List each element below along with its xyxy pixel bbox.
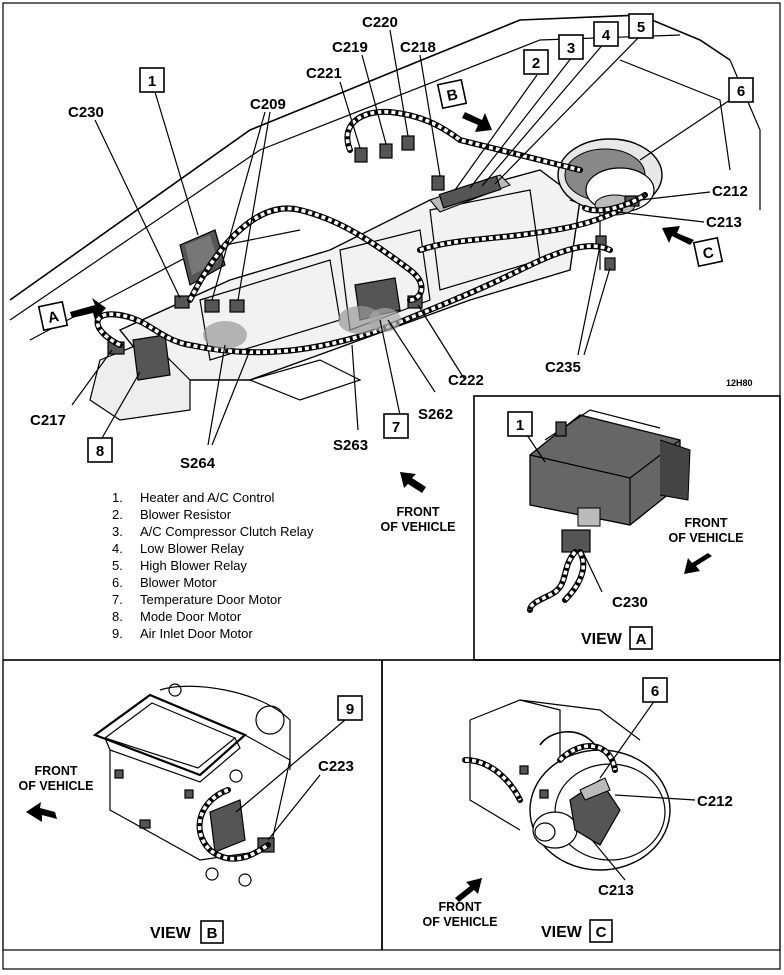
- view-c-illustration: [455, 699, 696, 902]
- svg-text:Temperature Door Motor: Temperature Door Motor: [140, 592, 282, 607]
- view-b-illustration: [26, 683, 346, 887]
- label-c218: C218: [400, 39, 436, 56]
- label-c217: C217: [30, 412, 66, 429]
- callout-3: 3: [567, 40, 575, 57]
- view-c-front-2: OF VEHICLE: [422, 915, 497, 929]
- view-b-letter-box: [200, 920, 224, 944]
- leader-lines: [71, 29, 731, 446]
- label-c212: C212: [712, 183, 748, 200]
- view-a-callout-box: [507, 411, 533, 437]
- label-s264: S264: [180, 455, 216, 472]
- figure-code: 12H80: [726, 378, 753, 388]
- callout-7: 7: [392, 419, 400, 436]
- view-a-arrow-letter: A: [46, 308, 60, 327]
- view-c-panel: [381, 659, 781, 951]
- svg-text:Mode Door Motor: Mode Door Motor: [140, 609, 242, 624]
- svg-text:Heater and A/C Control: Heater and A/C Control: [140, 490, 275, 505]
- view-c-letter: C: [596, 924, 607, 941]
- label-c209: C209: [250, 96, 286, 113]
- view-c-front-1: FRONT: [438, 900, 481, 914]
- svg-text:7.: 7.: [112, 592, 123, 607]
- view-b-front-1: FRONT: [34, 764, 77, 778]
- svg-text:3.: 3.: [112, 524, 123, 539]
- view-b-letter: B: [207, 925, 218, 942]
- svg-text:2.: 2.: [112, 507, 123, 522]
- view-a-front-1: FRONT: [684, 516, 727, 530]
- callout-4: 4: [602, 27, 611, 44]
- view-a-front-2: OF VEHICLE: [668, 531, 743, 545]
- svg-text:1.: 1.: [112, 490, 123, 505]
- view-a-c230: C230: [612, 594, 648, 611]
- callout-1: 1: [148, 73, 156, 90]
- svg-text:Blower Resistor: Blower Resistor: [140, 507, 232, 522]
- view-a-illustration: [524, 409, 712, 613]
- svg-text:6.: 6.: [112, 575, 123, 590]
- view-b-callout: 9: [346, 701, 354, 718]
- view-a-letter-box: [629, 626, 653, 650]
- callout-boxes: [37, 13, 754, 463]
- view-a-callout: 1: [516, 417, 524, 434]
- legend: 1. Heater and A/C Control 2. Blower Resist…: [112, 490, 314, 641]
- label-c222: C222: [448, 372, 484, 389]
- view-c-c212: C212: [697, 793, 733, 810]
- callout-8: 8: [96, 443, 104, 460]
- label-c235: C235: [545, 359, 581, 376]
- label-s262: S262: [418, 406, 453, 423]
- label-c219: C219: [332, 39, 368, 56]
- label-s263: S263: [333, 437, 368, 454]
- view-c-callout: 6: [651, 683, 659, 700]
- svg-text:9.: 9.: [112, 626, 123, 641]
- callout-5: 5: [637, 19, 645, 36]
- view-b-panel: [2, 659, 383, 951]
- view-b-c223: C223: [318, 758, 354, 775]
- label-c221: C221: [306, 65, 342, 82]
- front-label-line2: OF VEHICLE: [380, 520, 455, 534]
- label-c230: C230: [68, 104, 104, 121]
- label-c213: C213: [706, 214, 742, 231]
- svg-text:4.: 4.: [112, 541, 123, 556]
- view-a-letter: A: [636, 631, 647, 648]
- view-c-callout-box: [642, 677, 668, 703]
- view-a-title: VIEW: [581, 631, 623, 648]
- svg-text:High Blower Relay: High Blower Relay: [140, 558, 247, 573]
- view-c-letter-box: [589, 919, 613, 943]
- svg-text:8.: 8.: [112, 609, 123, 624]
- view-b-title: VIEW: [150, 925, 192, 942]
- view-b-callout-box: [337, 695, 363, 721]
- svg-text:Low Blower Relay: Low Blower Relay: [140, 541, 245, 556]
- view-b-arrow-letter: B: [445, 86, 459, 105]
- svg-text:A/C Compressor Clutch Relay: A/C Compressor Clutch Relay: [140, 524, 314, 539]
- callout-2: 2: [532, 55, 540, 72]
- view-c-c213: C213: [598, 882, 634, 899]
- svg-text:5.: 5.: [112, 558, 123, 573]
- view-b-front-2: OF VEHICLE: [18, 779, 93, 793]
- svg-text:Air Inlet Door Motor: Air Inlet Door Motor: [140, 626, 253, 641]
- view-c-arrow-letter: C: [701, 244, 715, 263]
- front-label-line1: FRONT: [396, 505, 439, 519]
- callout-6: 6: [737, 83, 745, 100]
- view-c-title: VIEW: [541, 924, 583, 941]
- main-illustration: [9, 14, 761, 493]
- svg-text:Blower Motor: Blower Motor: [140, 575, 217, 590]
- label-c220: C220: [362, 14, 398, 31]
